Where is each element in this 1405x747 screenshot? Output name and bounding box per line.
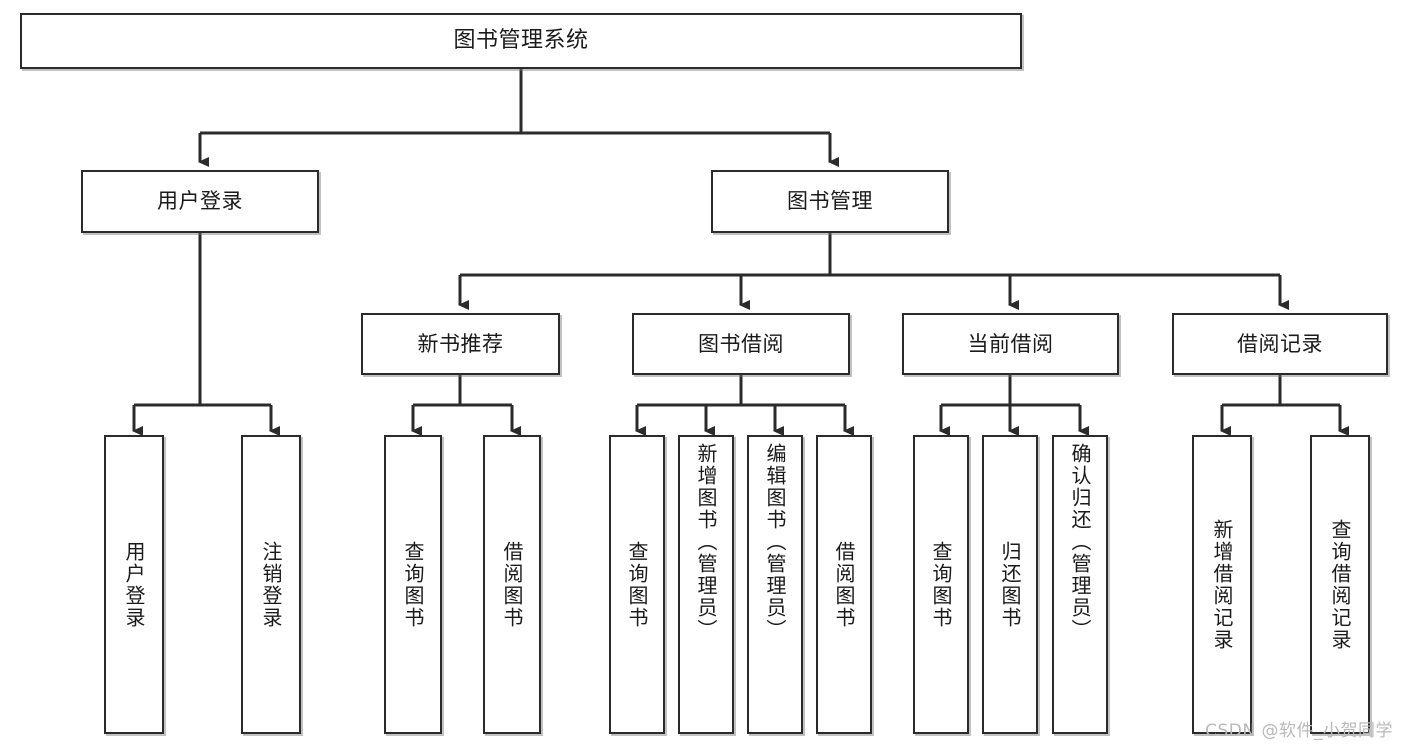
node-label: 编辑图书（管理员） xyxy=(763,443,787,641)
leaf-book-borrow-query-book[interactable]: 查询图书 xyxy=(609,435,665,734)
leaf-user-login-logout[interactable]: 注销登录 xyxy=(241,435,301,734)
leaf-borrow-record-add-record[interactable]: 新增借阅记录 xyxy=(1192,435,1252,734)
node-label: 归还图书 xyxy=(998,540,1022,629)
node-label: 用户登录 xyxy=(157,189,243,214)
node-book-management[interactable]: 图书管理 xyxy=(711,170,949,233)
node-label: 新增图书（管理员） xyxy=(694,443,718,641)
node-label: 查询图书 xyxy=(625,540,649,629)
node-label: 查询借阅记录 xyxy=(1328,518,1352,651)
node-label: 查询图书 xyxy=(929,540,953,629)
node-label: 借阅图书 xyxy=(832,540,856,629)
leaf-borrow-record-query-record[interactable]: 查询借阅记录 xyxy=(1310,435,1370,734)
leaf-current-borrow-query-book[interactable]: 查询图书 xyxy=(913,435,969,734)
node-current-borrow[interactable]: 当前借阅 xyxy=(902,313,1119,375)
leaf-current-borrow-return-book[interactable]: 归还图书 xyxy=(982,435,1038,734)
leaf-book-borrow-edit-book-admin[interactable]: 编辑图书（管理员） xyxy=(747,435,803,734)
node-borrow-record[interactable]: 借阅记录 xyxy=(1172,313,1388,375)
csdn-watermark: CSDN @软件_小贺同学 xyxy=(1205,721,1393,741)
node-label: 确认归还（管理员） xyxy=(1068,443,1092,641)
node-label: 新增借阅记录 xyxy=(1210,518,1234,651)
leaf-user-login-login[interactable]: 用户登录 xyxy=(104,435,164,734)
leaf-current-borrow-confirm-return-admin[interactable]: 确认归还（管理员） xyxy=(1052,435,1108,734)
node-label: 查询图书 xyxy=(401,540,425,629)
node-label: 图书管理系统 xyxy=(453,28,589,54)
node-label: 用户登录 xyxy=(122,540,146,629)
node-label: 图书借阅 xyxy=(698,331,784,356)
leaf-new-book-query-book[interactable]: 查询图书 xyxy=(384,435,442,734)
node-label: 当前借阅 xyxy=(967,331,1054,356)
node-label: 新书推荐 xyxy=(417,331,504,356)
node-label: 借阅图书 xyxy=(500,540,524,629)
leaf-book-borrow-borrow-book[interactable]: 借阅图书 xyxy=(816,435,872,734)
leaf-new-book-borrow-book[interactable]: 借阅图书 xyxy=(483,435,541,734)
node-book-management-system[interactable]: 图书管理系统 xyxy=(20,13,1022,69)
leaf-book-borrow-add-book-admin[interactable]: 新增图书（管理员） xyxy=(678,435,734,734)
node-new-book-recommend[interactable]: 新书推荐 xyxy=(361,313,560,375)
node-book-borrow[interactable]: 图书借阅 xyxy=(632,313,850,375)
node-label: 注销登录 xyxy=(259,540,283,629)
node-label: 借阅记录 xyxy=(1237,331,1323,356)
node-user-login[interactable]: 用户登录 xyxy=(81,170,319,233)
node-label: 图书管理 xyxy=(787,189,873,214)
